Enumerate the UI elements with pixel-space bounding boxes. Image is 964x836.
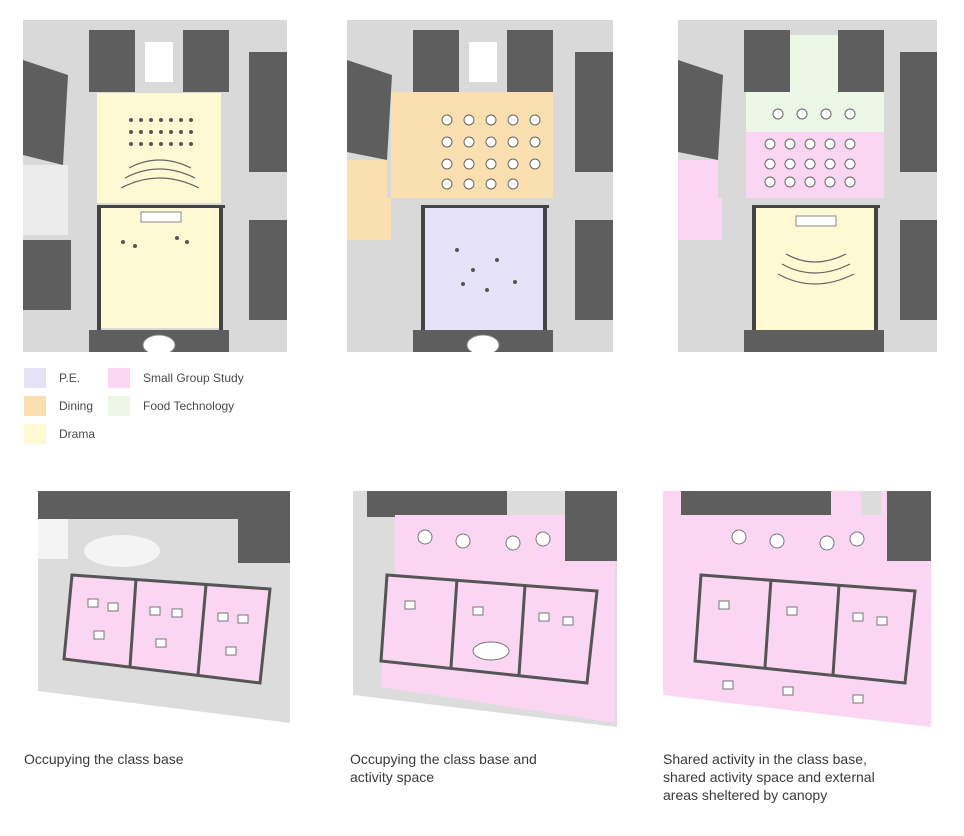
drama-zone-hall bbox=[756, 208, 874, 330]
legend-label: Dining bbox=[59, 399, 94, 413]
food-technology-zone bbox=[746, 35, 884, 132]
hall-plan-pe-dining bbox=[347, 20, 613, 352]
class-base-plan-1 bbox=[38, 491, 290, 739]
legend-label: Small Group Study bbox=[143, 371, 244, 385]
legend-label: Drama bbox=[59, 427, 96, 441]
caption-class-base-activity: Occupying the class base and activity sp… bbox=[350, 751, 537, 785]
legend-label: Food Technology bbox=[143, 399, 235, 413]
hall-plan-drama bbox=[23, 20, 287, 352]
caption-class-base: Occupying the class base bbox=[24, 751, 184, 767]
food-technology-swatch bbox=[108, 396, 130, 416]
legend-item-dining: Dining bbox=[24, 396, 93, 416]
small-group-study-zone bbox=[678, 132, 884, 240]
drama-zone-hall bbox=[101, 208, 219, 328]
drama-swatch bbox=[24, 424, 46, 444]
activity-space-zone bbox=[381, 515, 615, 723]
caption-shared-activity: Shared activity in the class base, share… bbox=[663, 751, 875, 803]
pe-swatch bbox=[24, 368, 46, 388]
pe-zone bbox=[425, 208, 543, 330]
hall-plan-mixed bbox=[678, 20, 937, 352]
class-base-plan-3 bbox=[663, 491, 931, 731]
class-base-zone bbox=[64, 575, 270, 683]
dining-swatch bbox=[24, 396, 46, 416]
zone-legend: P.E. Dining Drama Small Group Study Food… bbox=[24, 368, 284, 448]
legend-item-food-technology: Food Technology bbox=[108, 396, 234, 416]
legend-label: P.E. bbox=[59, 371, 81, 385]
legend-item-drama: Drama bbox=[24, 424, 95, 444]
legend-item-pe: P.E. bbox=[24, 368, 80, 388]
legend-item-small-group-study: Small Group Study bbox=[108, 368, 244, 388]
class-base-plan-2 bbox=[353, 491, 617, 731]
drama-zone-upper bbox=[97, 93, 221, 203]
small-group-study-swatch bbox=[108, 368, 130, 388]
